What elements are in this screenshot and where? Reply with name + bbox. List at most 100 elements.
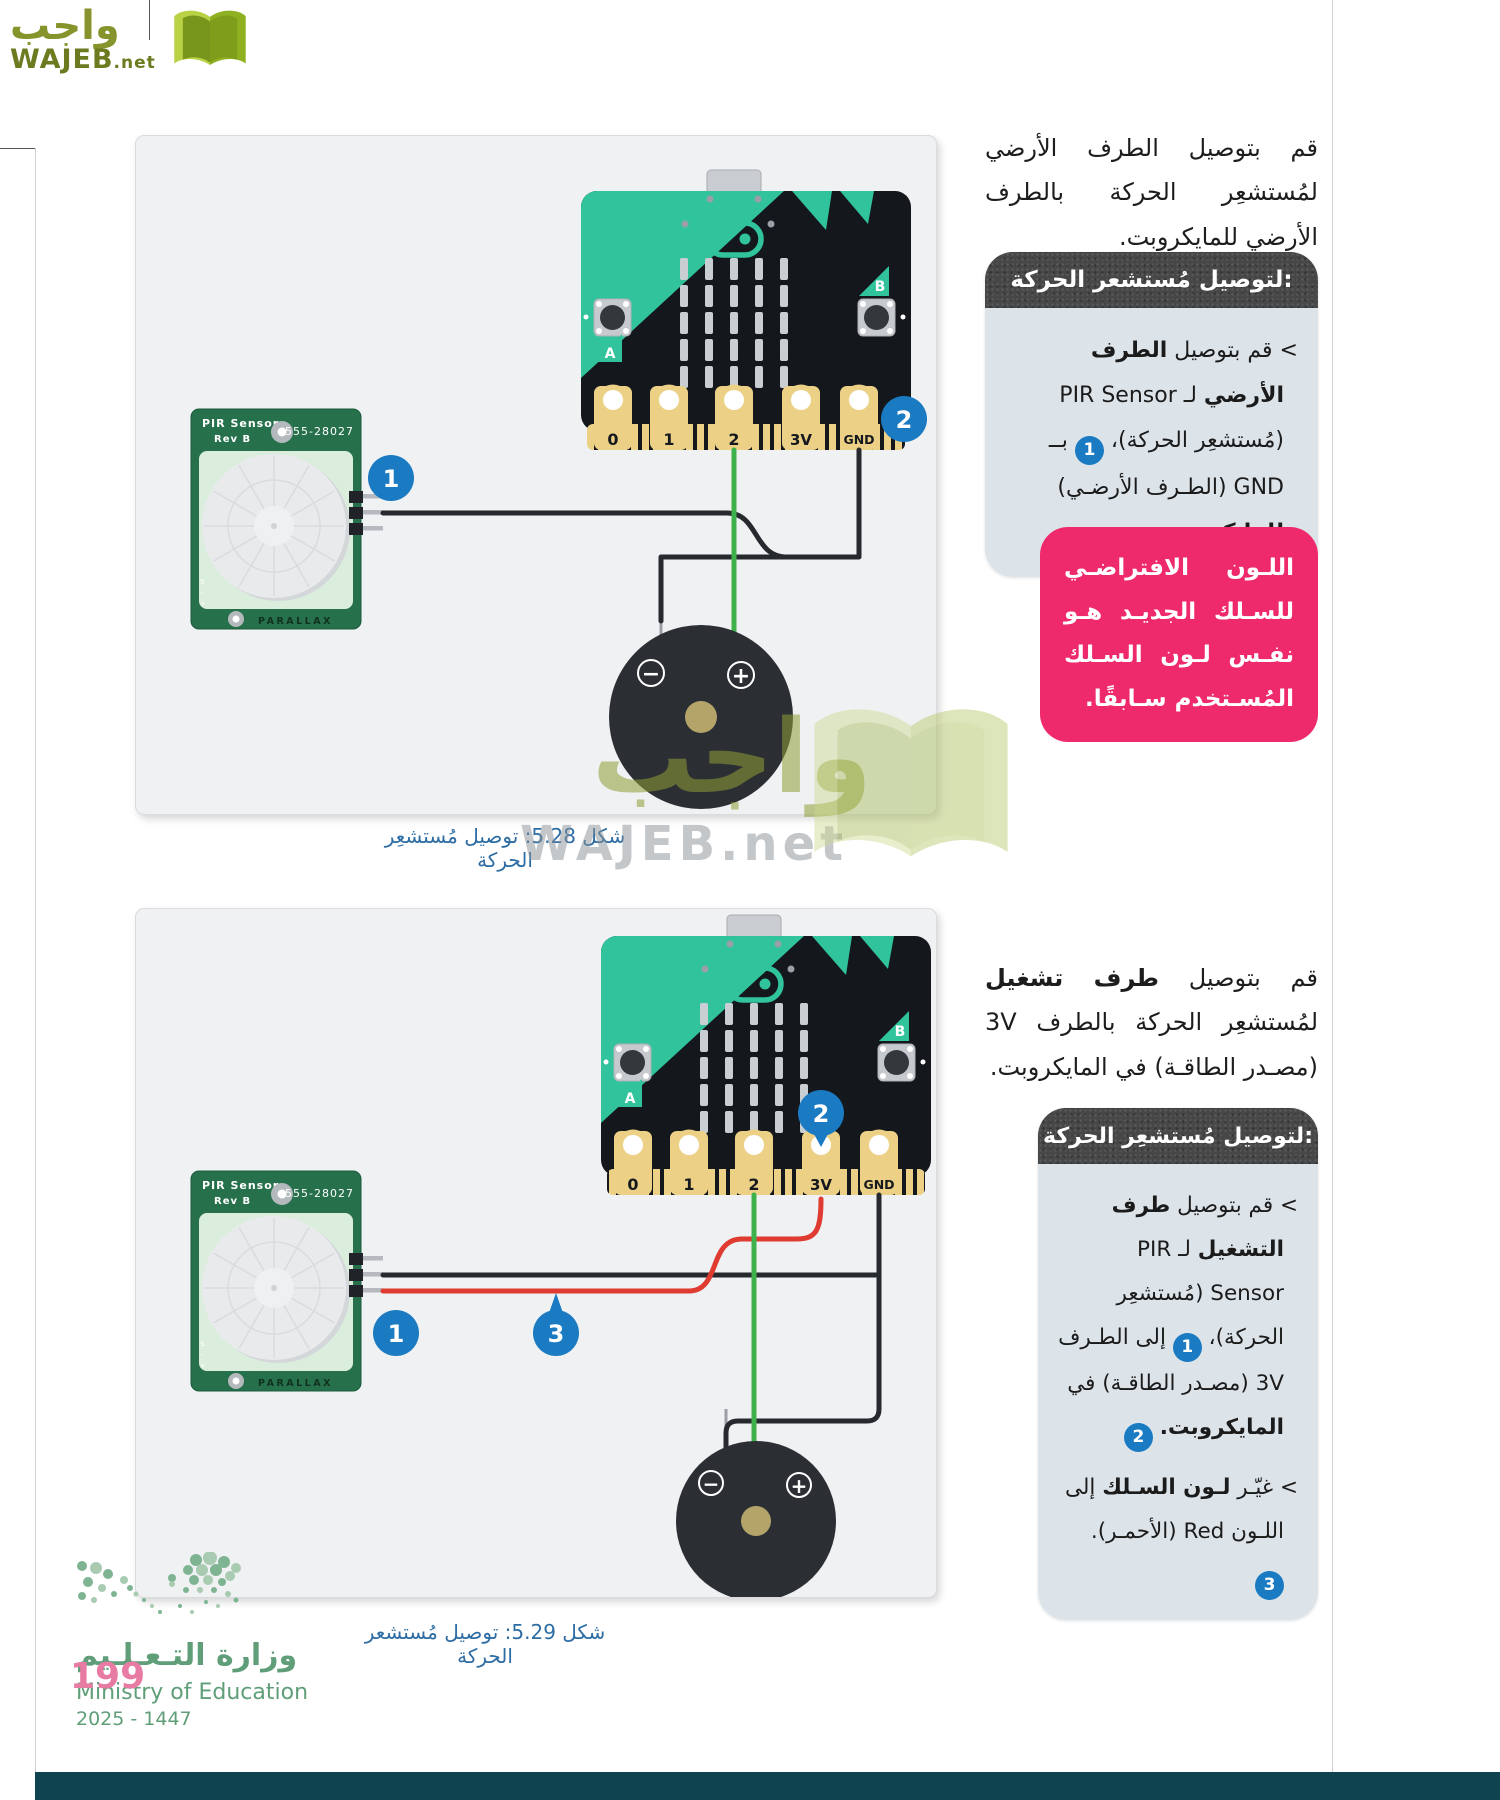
pir-sensor: PIR Sensor Rev B 555-28027 PARALLAX S - …	[190, 1170, 383, 1392]
pir-rev-label: Rev B	[214, 1196, 251, 1207]
svg-text:S: S	[200, 578, 205, 586]
microbit-board: A B 0 1 2 3V GND	[601, 914, 931, 1195]
svg-text:-: -	[200, 589, 203, 597]
circuit-diagram-1: A B 0 1 2 3V	[190, 169, 927, 809]
edge-connector: 0 1 2 3V GND	[587, 384, 905, 450]
page-rule-right	[1332, 0, 1333, 1772]
circuit-diagram-2: A B 0 1 2 3V GND	[190, 914, 931, 1597]
svg-text:3V: 3V	[790, 431, 812, 449]
button-b-label: B	[895, 1024, 906, 1040]
instruction-item: > قم بتوصيل طرف التشغيل لـ PIR Sensor (م…	[1058, 1184, 1298, 1453]
instruction-item: > غيّـر لـون السـلك إلى اللـون Red (الأح…	[1058, 1466, 1298, 1601]
svg-text:1: 1	[683, 1175, 694, 1194]
svg-text:+: +	[200, 1362, 206, 1370]
pir-name-label: PIR Sensor	[202, 417, 279, 430]
buzzer-plus-label: +	[732, 664, 750, 689]
led-matrix	[680, 258, 788, 388]
svg-text:0: 0	[607, 430, 618, 449]
robot-face-icon	[724, 965, 784, 1003]
pir-brand-label: PARALLAX	[258, 616, 333, 627]
svg-text:S: S	[200, 1340, 205, 1348]
robot-face-icon	[704, 220, 764, 258]
microbit-board: A B 0 1 2 3V	[581, 169, 911, 450]
pir-part-number: 555-28027	[285, 1187, 354, 1200]
instruction-box-title: لتوصيل مُستشعِر الحركة:	[1038, 1108, 1318, 1164]
teal-deco-triangle	[601, 936, 804, 1123]
tip-note: اللـون الافتراضـي للسـلك الجديـد هـو نفـ…	[1040, 527, 1318, 742]
intro-paragraph-1: قم بتوصيل الطرف الأرضي لمُستشعِر الحركة …	[985, 134, 1318, 251]
svg-text:-: -	[200, 1351, 203, 1359]
pin-3v: 3V	[802, 1129, 840, 1195]
step-badge: 3	[1255, 1571, 1284, 1601]
page-rule-left	[35, 148, 36, 1772]
button-b-label: B	[875, 279, 886, 295]
edge-connector: 0 1 2 3V GND	[607, 1129, 925, 1195]
intro-paragraph-2: قم بتوصيل طرف تشغيل لمُستشعِر الحركة بال…	[985, 964, 1319, 1081]
step-badge-1: 1	[368, 455, 414, 501]
pin-1: 1	[650, 384, 688, 450]
ministry-logo-dots	[77, 1552, 241, 1614]
button-a-label: A	[605, 346, 616, 362]
buzzer-minus-label: −	[642, 662, 660, 687]
svg-text:0: 0	[627, 1175, 638, 1194]
instruction-box-2: لتوصيل مُستشعِر الحركة: > قم بتوصيل طرف …	[1038, 1108, 1318, 1621]
svg-text:3V: 3V	[810, 1176, 832, 1194]
ground-wire	[380, 447, 862, 624]
svg-text:GND: GND	[843, 432, 874, 447]
button-a: A	[583, 298, 632, 362]
instruction-box-title: لتوصيل مُستشعر الحركة:	[985, 252, 1318, 308]
figure-caption-5-29: شكل 5.29: توصيل مُستشعر الحركة	[364, 1620, 606, 1668]
footer-bar	[35, 1772, 1500, 1800]
svg-text:1: 1	[663, 430, 674, 449]
page-number: 199	[70, 1656, 146, 1697]
buzzer: − +	[609, 625, 793, 809]
pin-gnd: GND	[860, 1129, 898, 1195]
pin-1: 1	[670, 1129, 708, 1195]
step-badge: 1	[1074, 436, 1104, 466]
step-badge: 2	[1123, 1423, 1153, 1453]
pin-2: 2	[715, 384, 753, 450]
wajeb-logo: واجب WAJEB.net	[10, 6, 256, 73]
svg-text:2: 2	[896, 406, 913, 434]
book-icon	[174, 10, 246, 66]
pir-name-label: PIR Sensor	[202, 1179, 279, 1192]
button-a: A	[603, 1043, 652, 1107]
pin-0: 0	[614, 1129, 652, 1195]
power-wire-red	[380, 1196, 824, 1294]
teal-deco-triangle	[581, 191, 784, 378]
instruction-item: > قم بتوصيل الطرف الأرضي لـ PIR Sensor (…	[1005, 328, 1298, 558]
figure-caption-5-28: شكل 5.28: توصيل مُستشعِر الحركة	[384, 824, 626, 872]
svg-text:3: 3	[548, 1320, 565, 1348]
wajeb-logo-latin: WAJEB.net	[10, 44, 156, 75]
buzzer-minus-label: −	[703, 1472, 720, 1496]
svg-text:+: +	[200, 600, 206, 608]
figure-5-28: A B 0 1 2 3V	[135, 135, 937, 815]
buzzer: − +	[676, 1441, 836, 1597]
figure-5-29: A B 0 1 2 3V GND	[135, 908, 937, 1598]
ministry-name-english: Ministry of Education	[76, 1680, 309, 1705]
svg-text:GND: GND	[863, 1177, 894, 1192]
pir-dome	[202, 1216, 350, 1363]
ground-wire	[380, 1192, 882, 1466]
step-badge-3: 3	[533, 1293, 579, 1356]
wajeb-logo-arabic: واجب	[10, 3, 120, 49]
pir-part-number: 555-28027	[285, 425, 354, 438]
button-a-label: A	[625, 1091, 636, 1107]
svg-text:1: 1	[388, 1320, 405, 1348]
pin-0: 0	[594, 384, 632, 450]
svg-text:2: 2	[728, 430, 739, 449]
svg-text:2: 2	[748, 1175, 759, 1194]
step-badge-1: 1	[373, 1310, 419, 1356]
step-badge-2: 2	[881, 396, 927, 442]
pir-pins	[349, 491, 383, 535]
ministry-years: 2025 - 1447	[76, 1708, 192, 1730]
crop-mark-horizontal	[0, 148, 35, 149]
pir-sensor: PIR Sensor Rev B 555-28027 PARALLAX S - …	[190, 408, 383, 630]
pin-2: 2	[735, 1129, 773, 1195]
button-b: B	[877, 1011, 926, 1082]
pin-3v: 3V	[782, 384, 820, 450]
crop-mark-vertical	[149, 0, 150, 40]
ministry-name-arabic: وزارة التـعـلـيم	[76, 1638, 298, 1673]
svg-text:1: 1	[383, 465, 400, 493]
step-badge: 1	[1172, 1333, 1202, 1363]
